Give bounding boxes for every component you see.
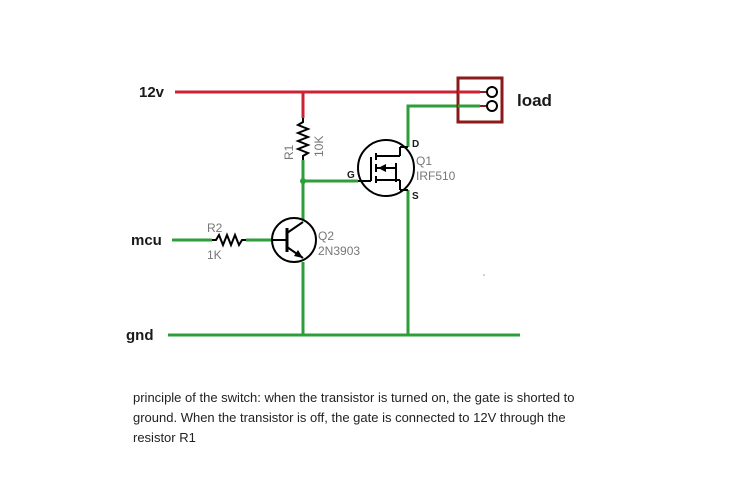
junction-dot	[300, 178, 306, 184]
load-connector	[456, 76, 504, 124]
q1-ref: Q1	[416, 154, 432, 168]
r1-ref: R1	[282, 144, 296, 160]
gate-pin-label: G	[347, 170, 355, 181]
q2-ref: Q2	[318, 229, 334, 243]
supply-wires	[175, 90, 458, 118]
drain-pin-label: D	[412, 139, 419, 150]
q1-value: IRF510	[416, 169, 456, 183]
load-label: load	[517, 91, 552, 110]
stray-dot	[483, 274, 485, 276]
green-wires	[168, 104, 520, 337]
q2-value: 2N3903	[318, 244, 360, 258]
resistor-r2	[212, 232, 246, 248]
caption-text: principle of the switch: when the transi…	[133, 390, 575, 445]
supply-label: 12v	[139, 84, 165, 101]
transistor-q2	[271, 217, 317, 263]
mosfet-q1	[357, 139, 415, 197]
resistor-r1	[295, 118, 311, 160]
gnd-label: gnd	[126, 327, 154, 344]
r1-value: 10K	[312, 136, 326, 157]
r2-ref: R2	[207, 221, 223, 235]
source-pin-label: S	[412, 191, 419, 202]
r2-value: 1K	[207, 248, 222, 262]
mcu-label: mcu	[131, 232, 162, 249]
